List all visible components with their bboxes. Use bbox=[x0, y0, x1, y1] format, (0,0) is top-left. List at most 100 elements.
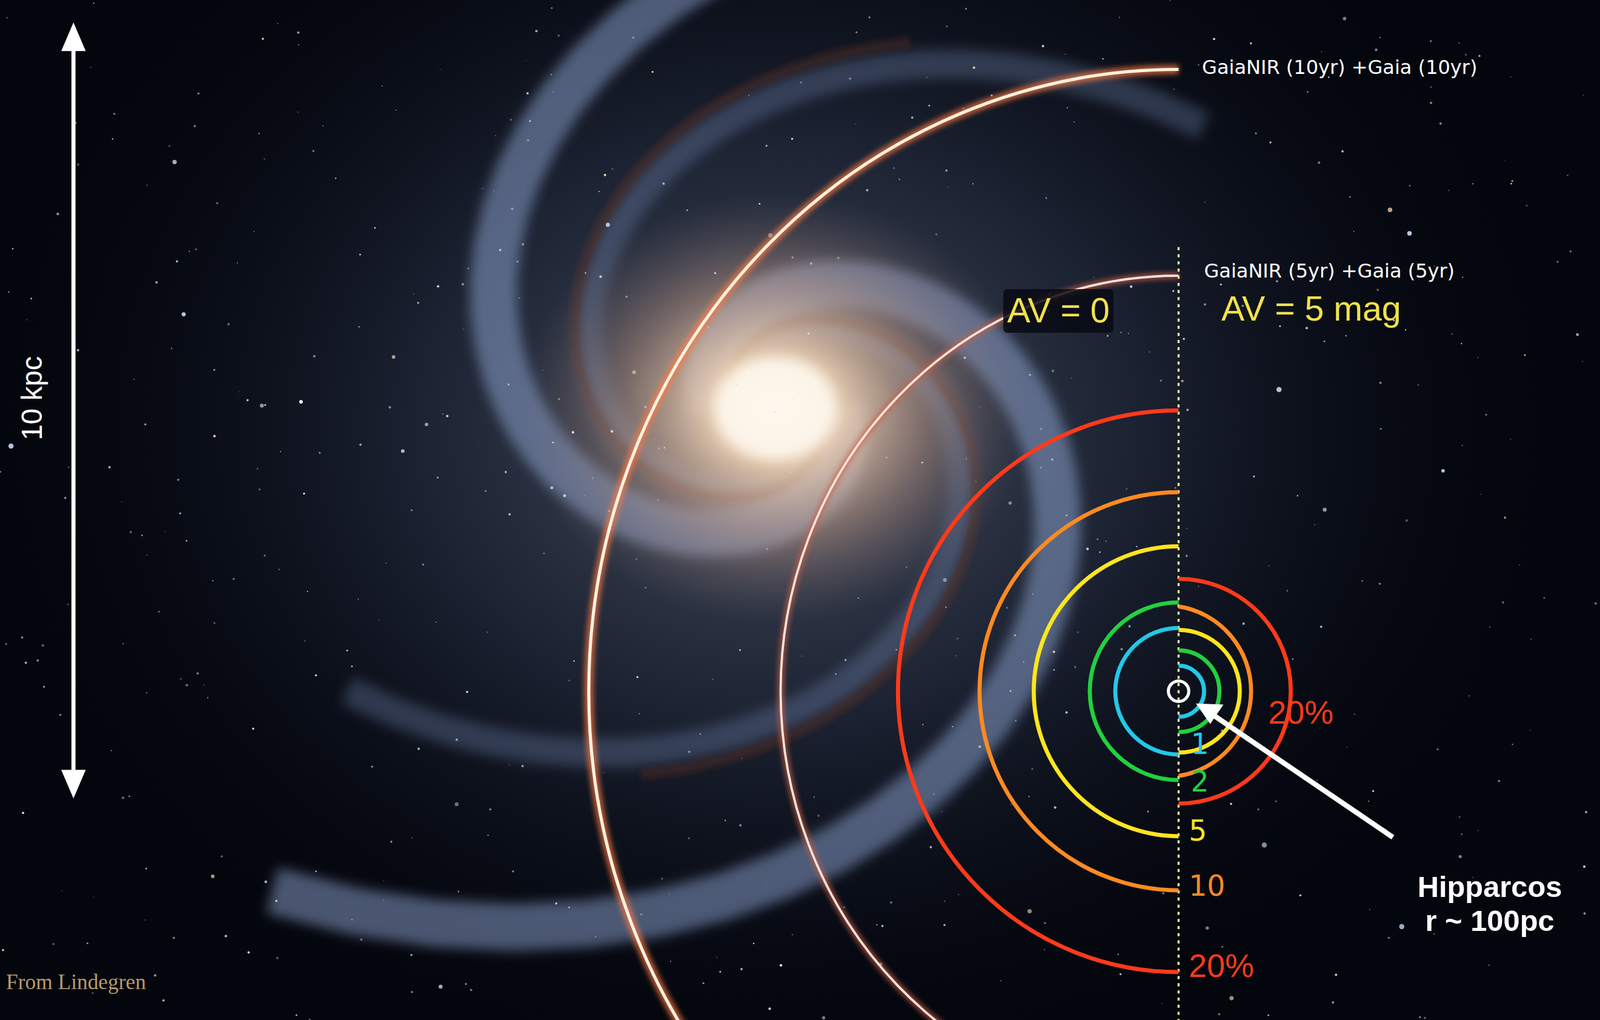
star bbox=[817, 814, 820, 817]
star bbox=[351, 918, 353, 920]
star bbox=[635, 558, 637, 560]
star bbox=[1102, 58, 1104, 60]
star bbox=[1354, 713, 1356, 715]
star bbox=[1407, 230, 1413, 236]
star bbox=[133, 378, 136, 380]
star bbox=[90, 66, 92, 68]
star bbox=[1268, 565, 1270, 567]
star bbox=[1065, 711, 1068, 714]
star bbox=[510, 118, 512, 121]
star bbox=[557, 398, 560, 400]
star bbox=[185, 539, 188, 542]
star bbox=[1052, 650, 1055, 653]
star bbox=[958, 894, 960, 895]
star bbox=[1439, 122, 1442, 125]
star bbox=[385, 562, 387, 564]
star bbox=[203, 683, 205, 685]
star bbox=[789, 471, 791, 473]
star bbox=[1441, 468, 1445, 473]
star bbox=[24, 661, 28, 664]
star bbox=[442, 413, 444, 415]
star bbox=[1503, 516, 1507, 519]
star bbox=[357, 598, 359, 600]
star bbox=[36, 659, 39, 662]
star bbox=[933, 793, 935, 795]
star bbox=[1409, 184, 1411, 187]
star bbox=[1417, 384, 1419, 386]
star bbox=[263, 158, 265, 160]
star bbox=[686, 209, 689, 212]
star bbox=[518, 297, 520, 299]
star bbox=[436, 285, 440, 288]
star bbox=[1345, 335, 1347, 337]
star bbox=[844, 658, 847, 661]
star bbox=[504, 470, 508, 474]
star bbox=[604, 173, 607, 177]
star bbox=[1119, 972, 1122, 975]
star bbox=[1451, 333, 1453, 335]
star bbox=[299, 399, 303, 404]
star bbox=[1120, 647, 1123, 651]
star bbox=[1276, 386, 1282, 392]
star bbox=[278, 568, 280, 571]
star bbox=[1043, 921, 1047, 924]
star bbox=[740, 967, 743, 970]
star bbox=[67, 603, 69, 605]
star bbox=[1029, 373, 1032, 376]
star bbox=[388, 405, 391, 409]
star bbox=[238, 391, 240, 393]
star bbox=[212, 579, 214, 582]
star bbox=[800, 81, 803, 83]
star bbox=[748, 360, 751, 362]
extincted-arcs bbox=[1178, 578, 1291, 804]
star bbox=[868, 16, 871, 19]
star bbox=[1583, 94, 1585, 96]
star bbox=[521, 764, 524, 767]
star bbox=[438, 984, 443, 989]
extinction-label: AV = 0 bbox=[1003, 288, 1115, 334]
star bbox=[247, 951, 250, 954]
star bbox=[1045, 196, 1047, 199]
star bbox=[162, 999, 165, 1002]
star bbox=[277, 23, 279, 24]
star bbox=[1220, 283, 1222, 286]
star bbox=[146, 184, 148, 186]
star bbox=[1543, 596, 1545, 598]
star bbox=[584, 494, 585, 496]
star bbox=[1488, 964, 1490, 966]
star bbox=[179, 511, 182, 514]
star bbox=[172, 159, 177, 165]
star bbox=[1159, 379, 1162, 382]
star bbox=[644, 586, 647, 589]
star bbox=[922, 723, 924, 726]
star bbox=[76, 348, 80, 352]
star bbox=[175, 260, 178, 263]
star bbox=[30, 297, 33, 300]
star bbox=[945, 605, 947, 608]
star bbox=[1197, 64, 1199, 66]
precision-label: 20% bbox=[1188, 946, 1255, 985]
star bbox=[1477, 829, 1479, 831]
star bbox=[86, 942, 89, 944]
star bbox=[93, 896, 94, 897]
star bbox=[1249, 42, 1253, 45]
star bbox=[1504, 160, 1506, 162]
star bbox=[436, 476, 439, 479]
star bbox=[258, 132, 260, 135]
star bbox=[7, 291, 10, 293]
star bbox=[1566, 174, 1569, 177]
star bbox=[417, 746, 420, 750]
precision-label: 20% bbox=[1268, 693, 1335, 732]
star bbox=[1387, 207, 1393, 213]
star bbox=[121, 796, 125, 800]
star bbox=[21, 811, 25, 815]
star bbox=[172, 936, 176, 940]
star bbox=[220, 854, 223, 858]
star bbox=[1096, 537, 1099, 540]
star bbox=[905, 565, 908, 568]
star bbox=[128, 795, 130, 797]
star bbox=[52, 942, 55, 945]
precision-label: 1 bbox=[1191, 727, 1210, 761]
star bbox=[193, 124, 197, 128]
